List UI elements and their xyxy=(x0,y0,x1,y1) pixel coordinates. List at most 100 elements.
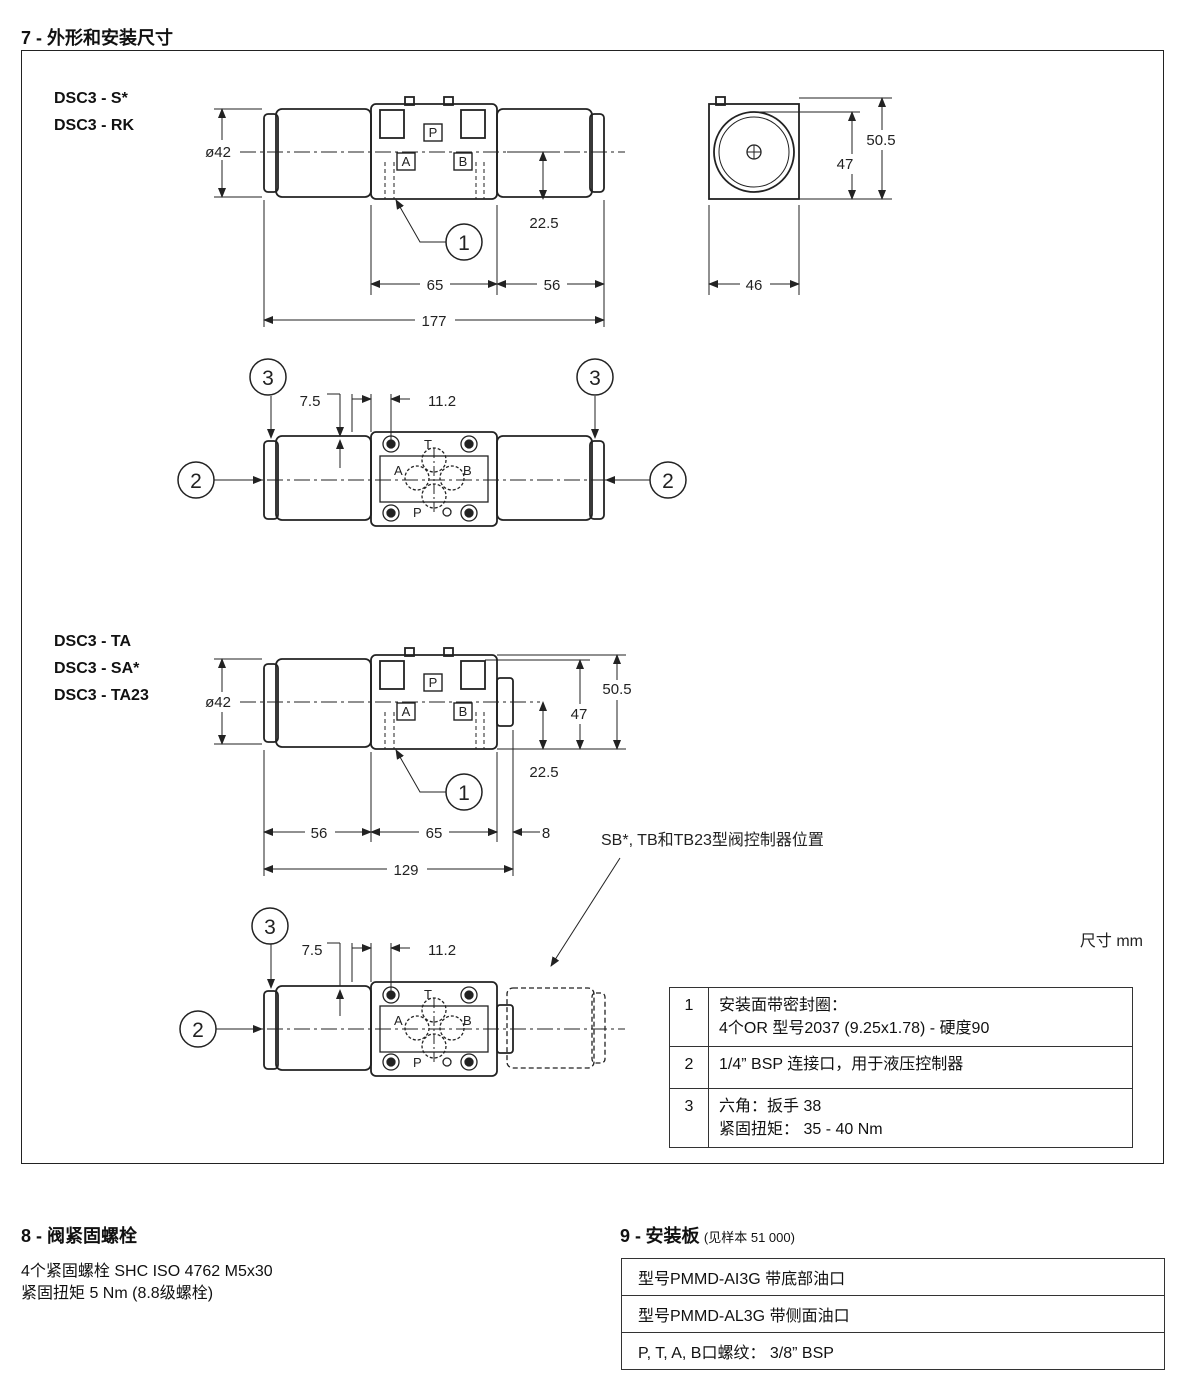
callout-2-label: 2 xyxy=(662,470,674,493)
table-row: 型号PMMD-AI3G 带底部油口 xyxy=(621,1258,1165,1296)
table-row: 型号PMMD-AL3G 带侧面油口 xyxy=(621,1295,1165,1333)
dim-56: 56 xyxy=(544,277,561,294)
note-line: 紧固扭矩： 35 - 40 Nm xyxy=(719,1121,883,1138)
port-p-label: P xyxy=(429,125,438,140)
dim-46: 46 xyxy=(746,277,763,294)
subplate-row: 型号PMMD-AL3G 带侧面油口 xyxy=(621,1295,1165,1333)
section-9-subtitle: (见样本 51 000) xyxy=(703,1230,795,1245)
callout-3-label: 3 xyxy=(264,916,276,939)
subplate-row: P, T, A, B口螺纹： 3/8” BSP xyxy=(621,1332,1165,1370)
port-b-box xyxy=(453,152,473,171)
top-view-double xyxy=(240,431,625,527)
dim-65: 65 xyxy=(427,277,444,294)
controller-position-outline xyxy=(506,987,606,1069)
callout-3-circle xyxy=(251,907,289,945)
section-9-number: 9 - xyxy=(620,1226,642,1246)
port-p-box xyxy=(423,123,443,142)
port-a-label: A xyxy=(394,1013,403,1028)
callout-3-circle xyxy=(576,358,614,396)
port-b-label: B xyxy=(459,154,468,169)
note-number: 3 xyxy=(669,1088,709,1148)
port-t-label: T xyxy=(424,437,432,452)
callout-3-label: 3 xyxy=(262,367,274,390)
dim-177: 177 xyxy=(421,313,446,330)
note-line: 1/4” BSP 连接口，用于液压控制器 xyxy=(719,1056,964,1073)
dim-65: 65 xyxy=(426,825,443,842)
bolt-description: 4个紧固螺栓 SHC ISO 4762 M5x30 紧固扭矩 5 Nm (8.8… xyxy=(21,1261,273,1305)
table-row: 3 六角：扳手 38 紧固扭矩： 35 - 40 Nm xyxy=(669,1088,1133,1148)
dim-50-5: 50.5 xyxy=(602,681,631,698)
callout-3-circle xyxy=(249,358,287,396)
table-row: 1 安装面带密封圈： 4个OR 型号2037 (9.25x1.78) - 硬度9… xyxy=(669,987,1133,1047)
front-view-single xyxy=(240,647,540,750)
dim-11-2: 11.2 xyxy=(428,942,456,959)
table-row: 2 1/4” BSP 连接口，用于液压控制器 xyxy=(669,1046,1133,1089)
note-line: 安装面带密封圈： xyxy=(719,997,848,1014)
callout-1-circle xyxy=(445,223,483,261)
dim-22-5: 22.5 xyxy=(529,764,558,781)
model-label: DSC3 - TA23 xyxy=(54,687,149,704)
port-p-label: P xyxy=(413,1055,422,1070)
side-view xyxy=(708,96,800,200)
drawing-frame xyxy=(21,50,1164,1164)
port-a-label: A xyxy=(402,704,411,719)
dim-11-2: 11.2 xyxy=(428,393,456,410)
section-7-heading: 7 - 外形和安装尺寸 xyxy=(21,24,173,50)
note-text: 六角：扳手 38 紧固扭矩： 35 - 40 Nm xyxy=(708,1088,1133,1148)
dim-56: 56 xyxy=(311,825,328,842)
section-8-number: 8 - xyxy=(21,1226,43,1246)
subplate-row: 型号PMMD-AI3G 带底部油口 xyxy=(621,1258,1165,1296)
dim-129: 129 xyxy=(393,862,418,879)
dim-7-5: 7.5 xyxy=(300,393,321,410)
top-view-single xyxy=(240,981,625,1077)
model-label: DSC3 - TA xyxy=(54,633,132,650)
callout-2-label: 2 xyxy=(192,1019,204,1042)
dim-d42: ø42 xyxy=(205,144,231,161)
port-pattern-2 xyxy=(382,986,478,1071)
note-number: 2 xyxy=(669,1046,709,1089)
model-label: DSC3 - RK xyxy=(54,117,135,134)
port-a-label: A xyxy=(402,154,411,169)
port-p-label: P xyxy=(429,675,438,690)
note-text: 安装面带密封圈： 4个OR 型号2037 (9.25x1.78) - 硬度90 xyxy=(708,987,1133,1047)
note-line: 4个OR 型号2037 (9.25x1.78) - 硬度90 xyxy=(719,1020,990,1037)
model-label: DSC3 - S* xyxy=(54,90,128,107)
model-list-2: DSC3 - TA DSC3 - SA* DSC3 - TA23 xyxy=(54,628,149,709)
bolt-line: 4个紧固螺栓 SHC ISO 4762 M5x30 xyxy=(21,1263,273,1280)
note-number: 1 xyxy=(669,987,709,1047)
model-list-1: DSC3 - S* DSC3 - RK xyxy=(54,85,134,139)
callout-1-label: 1 xyxy=(458,232,470,255)
port-b-label: B xyxy=(459,704,468,719)
port-a-box xyxy=(396,152,416,171)
dim-47: 47 xyxy=(571,706,588,723)
controller-note: SB*, TB和TB23型阀控制器位置 xyxy=(601,831,824,849)
dim-d42: ø42 xyxy=(205,694,231,711)
section-8-heading: 8 - 阀紧固螺栓 xyxy=(21,1222,137,1248)
port-b-label: B xyxy=(463,463,472,478)
callout-1-label: 1 xyxy=(458,782,470,805)
callout-2-circle xyxy=(177,461,215,499)
note-line: 六角：扳手 38 xyxy=(719,1098,822,1115)
model-label: DSC3 - SA* xyxy=(54,660,140,677)
section-8-title: 阀紧固螺栓 xyxy=(47,1226,138,1246)
note-text: 1/4” BSP 连接口，用于液压控制器 xyxy=(708,1046,1133,1089)
port-b-label: B xyxy=(463,1013,472,1028)
dim-50-5: 50.5 xyxy=(866,132,895,149)
dim-22-5: 22.5 xyxy=(529,215,558,232)
callout-3-label: 3 xyxy=(589,367,601,390)
dim-7-5: 7.5 xyxy=(302,942,323,959)
port-a-label: A xyxy=(394,463,403,478)
section-9-heading: 9 - 安装板 (见样本 51 000) xyxy=(620,1222,795,1248)
section-7-title: 外形和安装尺寸 xyxy=(47,28,174,48)
units-note: 尺寸 mm xyxy=(1080,932,1143,950)
port-t-label: T xyxy=(424,987,432,1002)
section-9-title: 安装板 xyxy=(645,1226,700,1246)
callout-2-circle xyxy=(649,461,687,499)
bolt-line: 紧固扭矩 5 Nm (8.8级螺栓) xyxy=(21,1285,214,1302)
table-row: P, T, A, B口螺纹： 3/8” BSP xyxy=(621,1332,1165,1370)
callout-2-label: 2 xyxy=(190,470,202,493)
dim-47: 47 xyxy=(837,156,854,173)
dim-8: 8 xyxy=(542,825,550,842)
callout-2-circle xyxy=(179,1010,217,1048)
